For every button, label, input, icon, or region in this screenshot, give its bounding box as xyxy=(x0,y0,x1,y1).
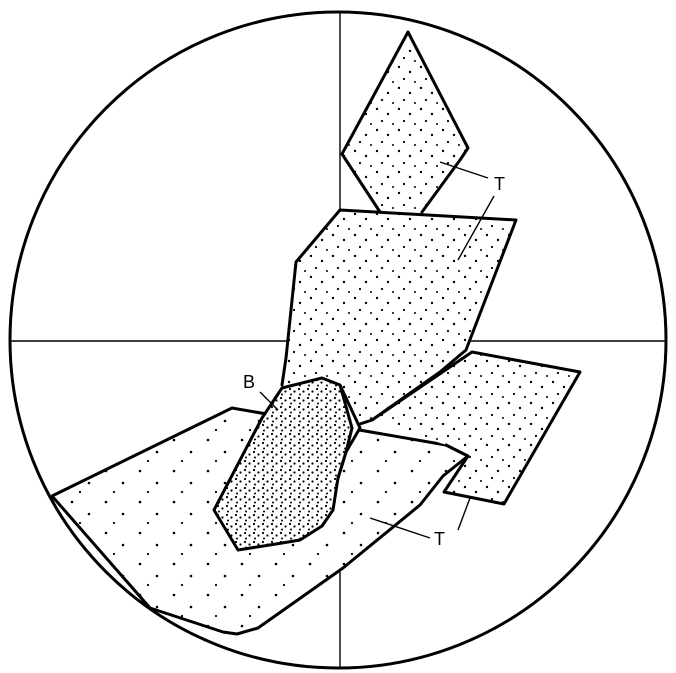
label-topaz-lower: T xyxy=(434,529,445,549)
label-biotite: B xyxy=(243,372,255,392)
label-topaz-upper: T xyxy=(494,174,505,194)
